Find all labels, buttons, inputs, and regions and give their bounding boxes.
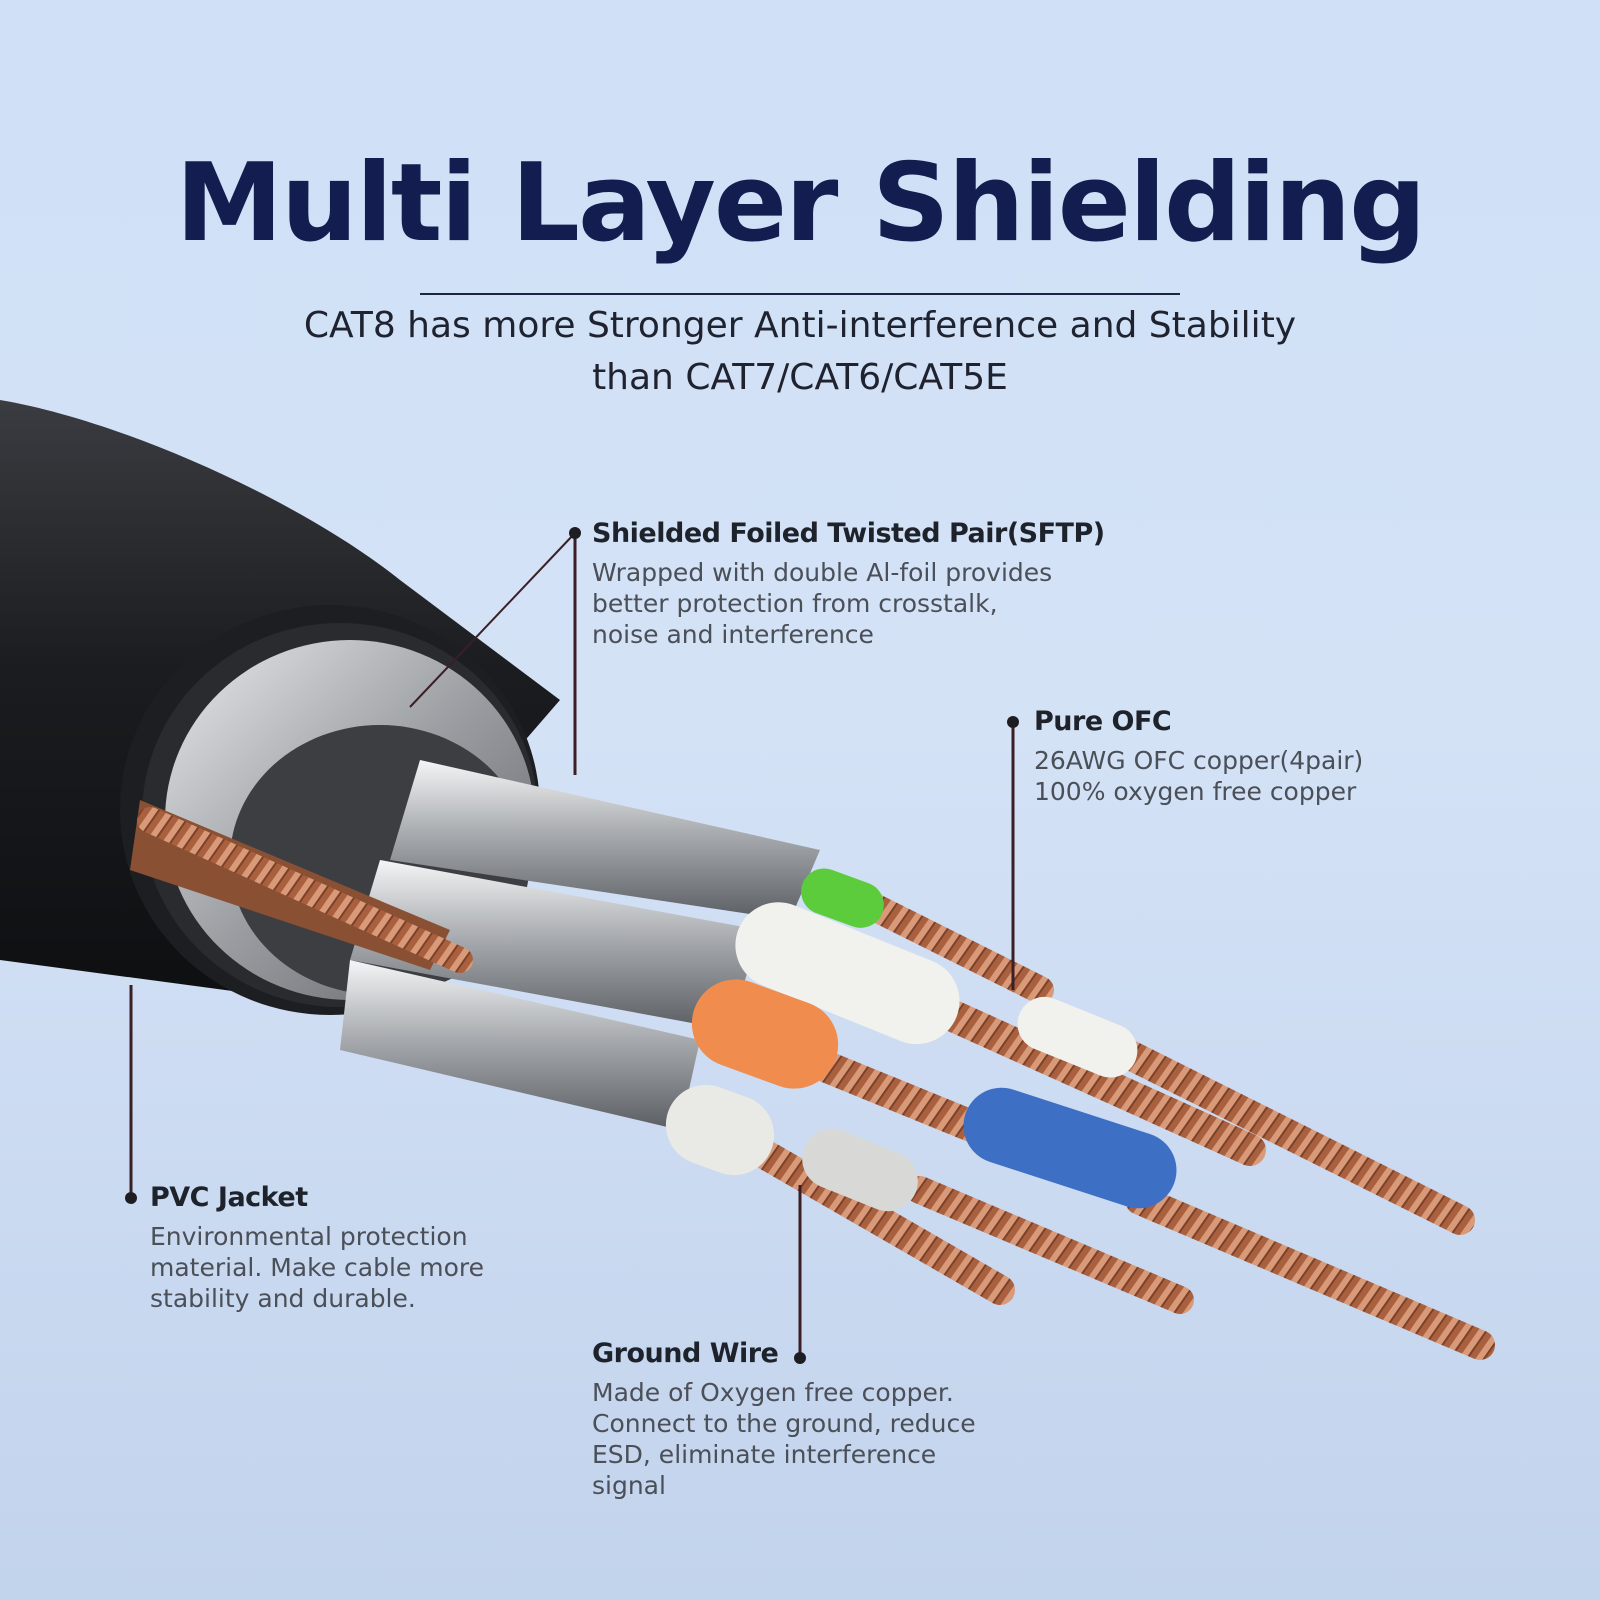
grey-insulator <box>665 1084 918 1212</box>
ground-line: signal <box>592 1471 666 1500</box>
subtitle-line: than CAT7/CAT6/CAT5E <box>592 357 1008 398</box>
pvc-description: Environmental protection material. Make … <box>150 1221 484 1314</box>
leader-lines <box>125 527 1019 1364</box>
pair-insulators <box>665 868 1177 1212</box>
sftp-line: noise and interference <box>592 620 874 649</box>
pvc-line: stability and durable. <box>150 1284 416 1313</box>
ofc-heading: Pure OFC <box>1034 706 1172 737</box>
ground-line: Made of Oxygen free copper. <box>592 1378 954 1407</box>
copper-strands <box>137 807 1495 1360</box>
sftp-callout: Shielded Foiled Twisted Pair(SFTP) Wrapp… <box>592 518 1105 650</box>
sftp-description: Wrapped with double Al-foil provides bet… <box>592 557 1105 650</box>
ground-line: ESD, eliminate interference <box>592 1440 937 1469</box>
white-insulator <box>735 902 1138 1078</box>
green-insulator <box>801 868 884 928</box>
pvc-line: Environmental protection <box>150 1222 468 1251</box>
orange-insulator <box>691 979 839 1089</box>
pvc-heading: PVC Jacket <box>150 1182 308 1213</box>
pvc-dot <box>125 1192 137 1204</box>
sftp-heading: Shielded Foiled Twisted Pair(SFTP) <box>592 518 1105 549</box>
sftp-line: better protection from crosstalk, <box>592 589 998 618</box>
ground-description: Made of Oxygen free copper. Connect to t… <box>592 1377 976 1501</box>
ground-dot <box>794 1352 806 1364</box>
ofc-description: 26AWG OFC copper(4pair) 100% oxygen free… <box>1034 745 1363 807</box>
ofc-line: 100% oxygen free copper <box>1034 777 1357 806</box>
ground-line: Connect to the ground, reduce <box>592 1409 976 1438</box>
sftp-line: Wrapped with double Al-foil provides <box>592 558 1053 587</box>
pvc-line: material. Make cable more <box>150 1253 485 1282</box>
ground-heading: Ground Wire <box>592 1338 779 1369</box>
sftp-dot <box>569 527 581 539</box>
pvc-callout: PVC Jacket Environmental protection mate… <box>150 1182 484 1314</box>
title-divider <box>420 293 1180 295</box>
subtitle-line: CAT8 has more Stronger Anti-interference… <box>303 305 1297 346</box>
ofc-line: 26AWG OFC copper(4pair) <box>1034 746 1364 775</box>
page-title: Multi Layer Shielding <box>175 141 1427 266</box>
subtitle: CAT8 has more Stronger Anti-interference… <box>0 300 1600 404</box>
ofc-dot <box>1007 716 1019 728</box>
ground-callout: Ground Wire Made of Oxygen free copper. … <box>592 1338 976 1501</box>
ofc-callout: Pure OFC 26AWG OFC copper(4pair) 100% ox… <box>1034 706 1363 807</box>
blue-insulator <box>963 1087 1177 1209</box>
